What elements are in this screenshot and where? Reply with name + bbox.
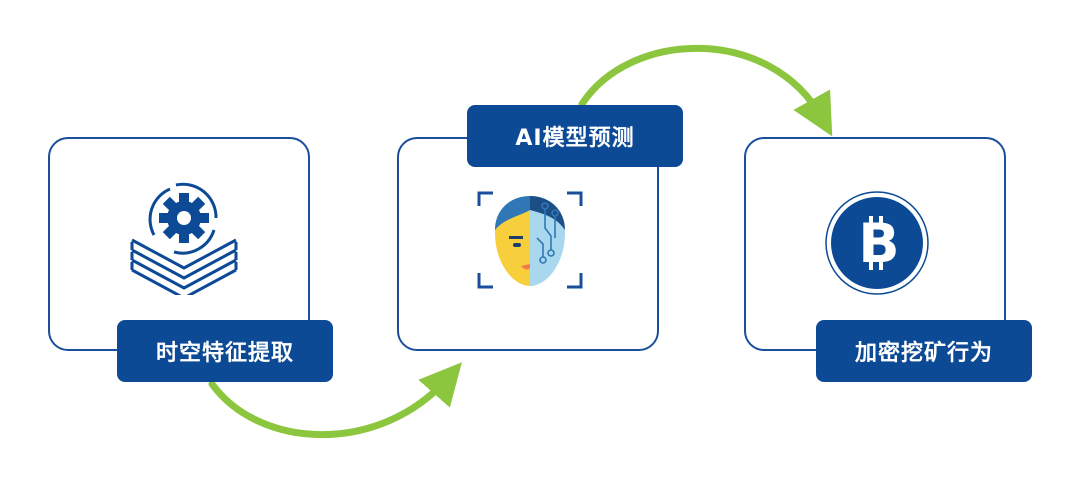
gear-layers-icon: [130, 182, 238, 295]
step-label-crypto-mining: 加密挖矿行为: [816, 320, 1032, 382]
arrow-step2-to-step3: [578, 44, 833, 137]
step-label-feature-extraction: 时空特征提取: [117, 320, 333, 382]
step-label-ai-prediction: AI模型预测: [467, 105, 683, 167]
step-card-feature-extraction: [48, 137, 310, 351]
arrow-step1-to-step2: [208, 362, 462, 439]
ai-face-icon: [477, 191, 583, 289]
bitcoin-icon: B: [825, 191, 929, 295]
